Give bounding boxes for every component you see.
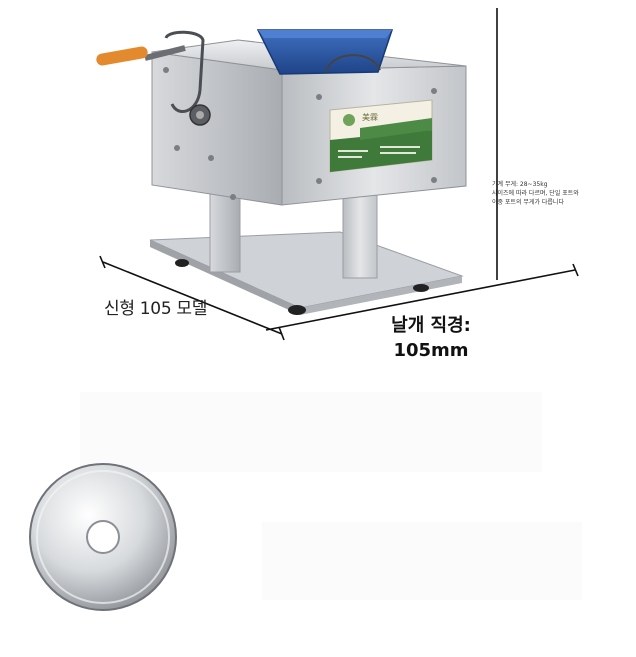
- dimension-lines: [99, 8, 579, 341]
- weight-note-line: 사이즈에 따라 다르며, 단일 포트와: [492, 190, 579, 197]
- faint-background-panel: [262, 522, 582, 600]
- crank-handle: [96, 46, 148, 66]
- meat-slicer-machine: 美霖: [96, 29, 467, 315]
- machine-sticker: 美霖: [329, 99, 433, 173]
- blade-diameter-title: 날개 직경:: [391, 315, 471, 336]
- faint-background-panel: [80, 392, 542, 472]
- machine-weight-note: 기계 무게: 28~35kg 사이즈에 따라 다르며, 단일 포트와 이중 포트…: [492, 180, 582, 207]
- weight-note-line: 기계 무게: 28~35kg: [492, 181, 548, 188]
- weight-note-line: 이중 포트의 무게가 다릅니다: [492, 199, 564, 206]
- blade-diameter-value: 105mm: [393, 340, 469, 361]
- sticker-brand-text: 美霖: [362, 112, 378, 122]
- blade-diameter-label: 날개 직경: 105mm: [376, 313, 486, 363]
- model-label: 신형 105 모델: [104, 299, 208, 319]
- circular-blade: [29, 463, 177, 611]
